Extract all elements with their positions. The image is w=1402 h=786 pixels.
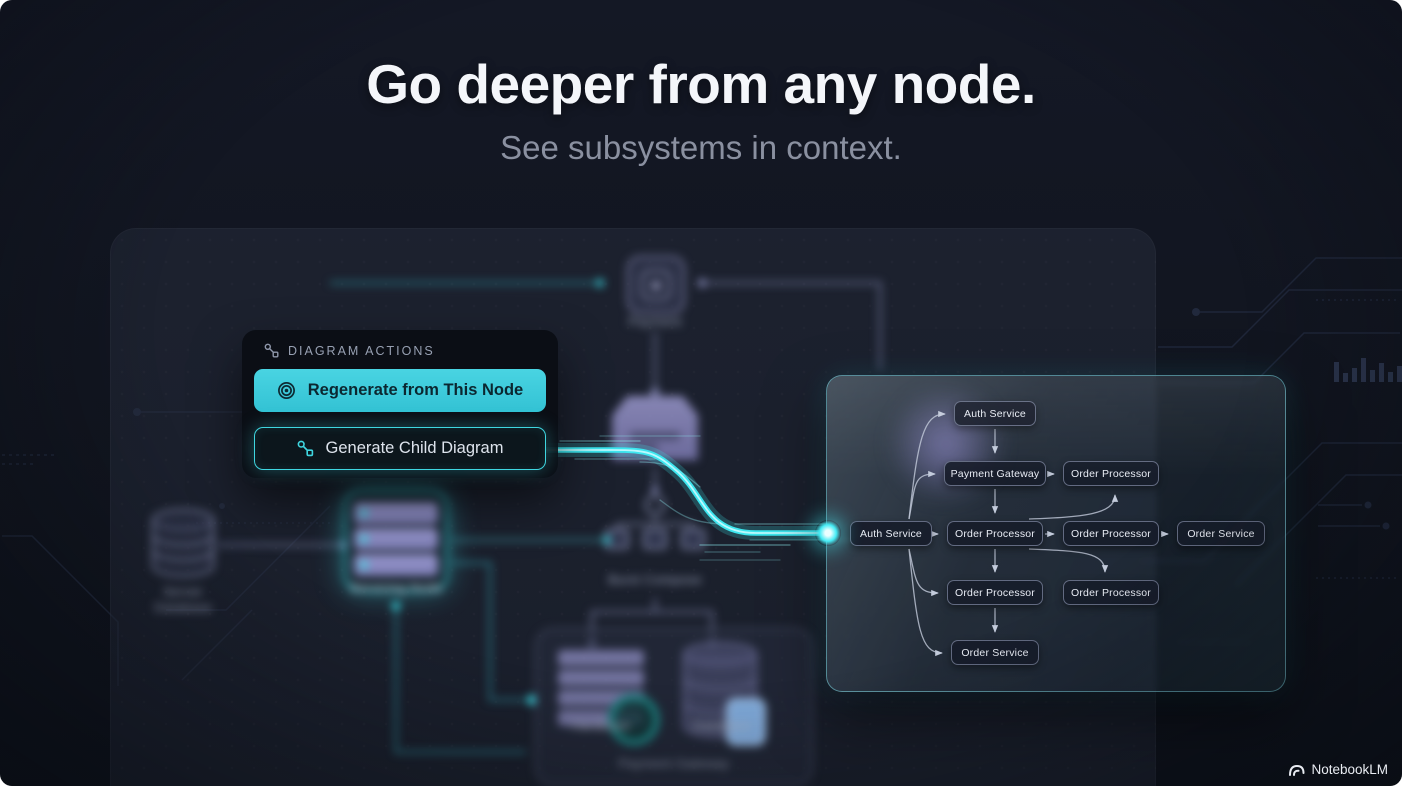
child-node-auth-top[interactable]: Auth Service <box>954 401 1036 426</box>
tree-node-label: Burst Compose <box>608 572 702 587</box>
payment-node-icon: ◆ <box>627 256 685 314</box>
database-cylinder-icon <box>151 508 215 578</box>
child-node-order-service-2[interactable]: Order Service <box>951 640 1039 665</box>
child-node-order-processor-2[interactable]: Order Processor <box>947 521 1043 546</box>
target-icon <box>277 382 295 399</box>
child-node-order-processor-3[interactable]: Order Processor <box>1063 521 1159 546</box>
child-node-order-processor-5[interactable]: Order Processor <box>1063 580 1159 605</box>
servicing-node-icon <box>344 490 448 592</box>
brand-watermark: NotebookLM <box>1288 762 1388 777</box>
child-node-order-processor-1[interactable]: Order Processor <box>1063 461 1159 486</box>
branch-icon <box>264 343 279 358</box>
menu-header-label: DIAGRAM ACTIONS <box>288 343 435 358</box>
child-node-order-processor-4[interactable]: Order Processor <box>947 580 1043 605</box>
diagram-actions-menu: DIAGRAM ACTIONS Regenerate from This Nod… <box>242 330 558 478</box>
gateway-node-icon <box>612 396 698 460</box>
group-db-right-label: Database <box>692 718 752 733</box>
generate-child-diagram-button[interactable]: Generate Child Diagram <box>254 427 546 470</box>
hero: Go deeper from any node. See subsystems … <box>0 52 1402 167</box>
child-node-payment-gateway[interactable]: Payment Gateway <box>944 461 1046 486</box>
notebooklm-logo-icon <box>1289 764 1305 776</box>
servicing-node-label: Servicing Node <box>349 580 443 595</box>
payment-node-label: Payment <box>628 314 682 329</box>
group-container-label: Payment Gateway <box>618 756 730 771</box>
menu-header: DIAGRAM ACTIONS <box>264 343 435 358</box>
branch-icon <box>297 440 313 457</box>
group-db-left-label: Hardbase <box>571 718 631 733</box>
child-node-auth-left[interactable]: Auth Service <box>850 521 932 546</box>
page-subtitle: See subsystems in context. <box>500 129 902 166</box>
page-title: Go deeper from any node. <box>366 53 1036 115</box>
regenerate-from-node-button[interactable]: Regenerate from This Node <box>254 369 546 412</box>
watermark-label: NotebookLM <box>1311 762 1388 777</box>
regenerate-button-label: Regenerate from This Node <box>307 381 524 399</box>
generate-child-button-label: Generate Child Diagram <box>325 439 504 457</box>
connector-endpoint-dot <box>815 520 841 546</box>
server-database-label: Server Database <box>153 584 213 616</box>
child-node-order-service-1[interactable]: Order Service <box>1177 521 1265 546</box>
